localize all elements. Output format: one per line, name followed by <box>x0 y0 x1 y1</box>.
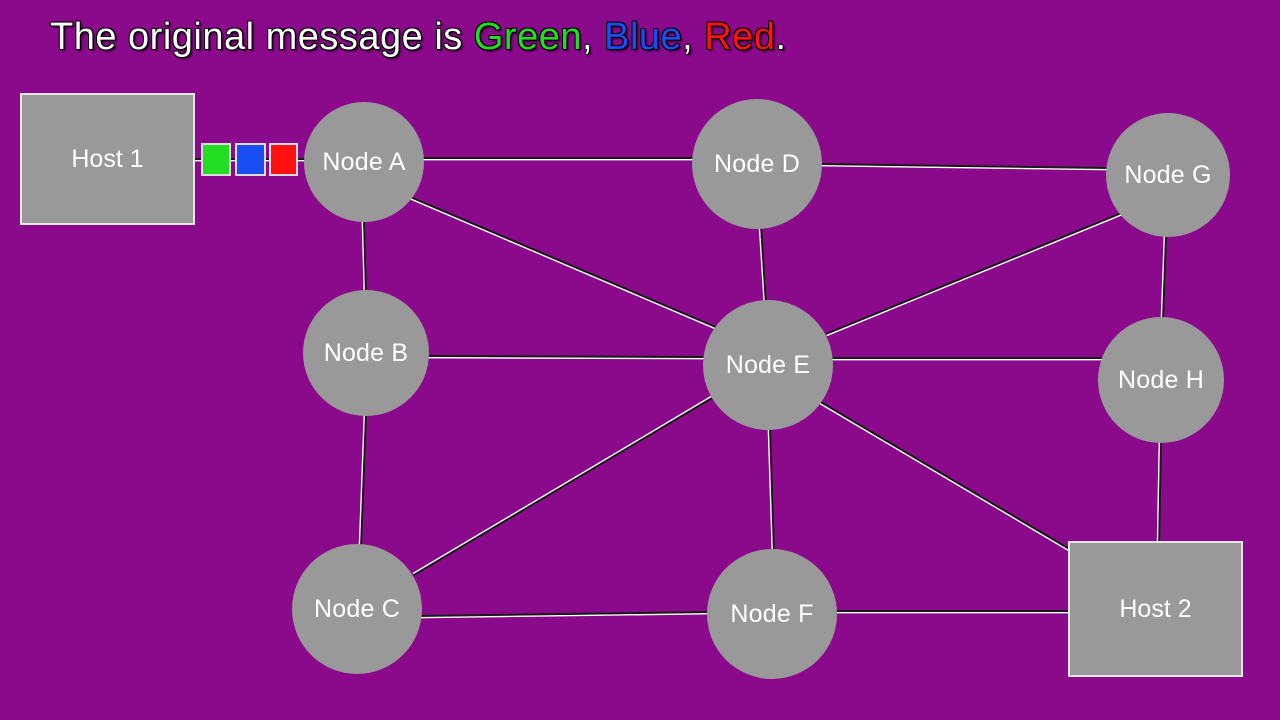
edge-E-C <box>412 395 713 576</box>
title-prefix: The original message is <box>50 16 474 58</box>
edge-highlight <box>758 226 766 305</box>
edge-line <box>413 397 713 576</box>
edge-A-D <box>420 157 700 161</box>
edge-line <box>813 397 1089 561</box>
node-g[interactable]: Node G <box>1106 113 1230 237</box>
packet-green[interactable] <box>201 143 231 176</box>
packet-blue[interactable] <box>235 143 266 176</box>
edge-line <box>769 427 775 553</box>
edge-line <box>819 163 1111 169</box>
edge-E-F <box>767 427 775 553</box>
edge-E-host2 <box>812 397 1089 563</box>
packet-red[interactable] <box>269 143 298 176</box>
node-label: Node E <box>725 350 811 379</box>
edge-highlight <box>358 413 366 548</box>
edge-highlight <box>812 398 1088 563</box>
edge-line <box>1162 235 1167 321</box>
host-label: Host 1 <box>71 144 144 173</box>
edge-B-E <box>423 355 707 360</box>
title-sep-1: , <box>581 16 605 58</box>
edge-D-G <box>819 163 1111 171</box>
edge-highlight <box>417 612 713 619</box>
edge-line <box>363 219 367 295</box>
node-h[interactable]: Node H <box>1098 317 1224 443</box>
edge-line <box>423 355 707 358</box>
title-word-red: Red <box>704 16 776 58</box>
edge-highlight <box>407 196 718 331</box>
node-b[interactable]: Node B <box>303 290 429 416</box>
node-label: Node D <box>714 149 800 178</box>
node-label: Node H <box>1118 365 1204 394</box>
node-d[interactable]: Node D <box>692 99 822 229</box>
edge-E-G <box>825 211 1125 337</box>
edge-highlight <box>1160 235 1166 320</box>
edge-highlight <box>767 428 774 553</box>
edge-line <box>825 211 1125 335</box>
edge-line <box>760 225 767 305</box>
node-f[interactable]: Node F <box>707 549 837 679</box>
edge-highlight <box>423 356 706 360</box>
host-box-host2[interactable]: Host 2 <box>1068 541 1243 677</box>
node-c[interactable]: Node C <box>292 544 422 674</box>
node-e[interactable]: Node E <box>703 300 833 430</box>
edge-B-C <box>358 413 367 549</box>
host-box-host1[interactable]: Host 1 <box>20 93 195 225</box>
node-label: Node A <box>322 147 406 176</box>
page-title: The original message is Green, Blue, Red… <box>50 16 787 59</box>
title-word-blue: Blue <box>604 16 683 58</box>
edge-line <box>416 611 713 617</box>
title-sep-2: , <box>682 16 705 58</box>
node-label: Node F <box>730 599 814 628</box>
edge-E-H <box>829 357 1102 361</box>
edge-F-host2 <box>833 610 1072 614</box>
edge-highlight <box>361 220 366 295</box>
edge-line <box>407 195 719 329</box>
edge-highlight <box>819 164 1110 171</box>
host-label: Host 2 <box>1119 594 1192 623</box>
edge-D-E <box>758 225 767 305</box>
node-label: Node G <box>1124 160 1212 189</box>
edge-highlight <box>1156 441 1161 551</box>
edge-C-F <box>416 611 713 619</box>
node-label: Node C <box>314 594 400 623</box>
edge-line <box>1158 441 1162 552</box>
edge-A-B <box>361 219 367 295</box>
edge-H-host2 <box>1156 441 1162 552</box>
title-word-green: Green <box>473 16 582 58</box>
node-a[interactable]: Node A <box>304 102 424 222</box>
edge-A-E <box>407 195 719 331</box>
edge-highlight <box>826 212 1125 337</box>
node-label: Node B <box>323 338 409 367</box>
edge-highlight <box>412 395 712 575</box>
edge-line <box>360 413 367 549</box>
title-period: . <box>775 16 787 58</box>
edge-G-H <box>1160 235 1167 321</box>
